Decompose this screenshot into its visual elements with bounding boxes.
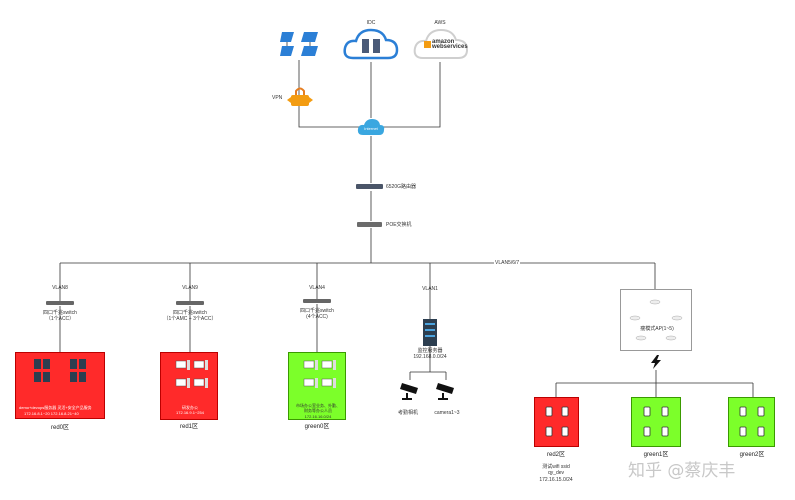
red0-ip: 172.16.8.1~20 172.16.8.21~40 — [24, 411, 79, 416]
red2-subnet: 172.16.15.0/24 — [539, 477, 573, 483]
ap-label: 瘦模式AP(1~5) — [640, 326, 674, 332]
vpn-label: VPN — [272, 95, 283, 101]
green0-desc: 市场办公室业务、外勤、财务等办公人员 — [296, 403, 340, 413]
poe-switch-label: POE交换机 — [386, 222, 412, 228]
camera2-label: camera1~3 — [434, 410, 460, 416]
mobile-device-icons — [545, 406, 569, 437]
red1-name: red1区 — [179, 424, 199, 430]
camera1-label: 考勤相机 — [397, 410, 419, 416]
workstation-icons — [175, 360, 208, 388]
router-device — [356, 184, 383, 189]
poe-switch-device — [357, 222, 382, 227]
switch2-line2: （1个AMC + 3个ACC） — [163, 316, 217, 322]
green0-name: green0区 — [304, 424, 330, 430]
green2-zone — [728, 397, 775, 447]
green2-name: green2区 — [739, 452, 765, 458]
ap-group: 瘦模式AP(1~5) — [620, 289, 692, 351]
lightning-icon — [649, 355, 663, 369]
red2-name: red2区 — [546, 452, 566, 458]
red1-zone: 研发办公 172.16.9.1~254 — [160, 352, 218, 420]
switch3-line1: 四口千兆switch — [300, 308, 334, 314]
switch3-line2: (4个ACC) — [306, 314, 328, 320]
red2-zone — [534, 397, 579, 447]
green0-ip: 172.16.16.0/24 — [304, 414, 332, 419]
amazon-logo-text: amazon webservices — [432, 39, 468, 50]
trunk-label: VLAN5/6/7 — [494, 260, 521, 266]
vpn-lock-icon — [287, 86, 313, 108]
satellite-panels-icon — [280, 28, 320, 60]
aws-cloud-icon: amazon webservices — [413, 26, 469, 62]
camera-icon — [434, 380, 460, 402]
red2-ssid-label: 测试wifi ssid — [542, 464, 570, 470]
router-label: 6520G路由器 — [386, 184, 417, 190]
vlan9-label: VLAN9 — [182, 285, 198, 291]
watermark: 知乎 @蔡庆丰 — [628, 461, 736, 481]
red1-ip: 172.16.9.1~254 — [176, 410, 204, 415]
switch2-line1: 四口千兆switch — [173, 310, 207, 316]
red0-name: red0区 — [50, 425, 70, 431]
server-rack-icons — [34, 359, 86, 382]
idc-cloud-icon — [343, 26, 399, 62]
switch-vlan8 — [46, 301, 74, 305]
monitor-server-label: 监控服务器 — [417, 348, 443, 354]
camera-icon — [398, 380, 424, 402]
red2-ssid: qy_dev — [547, 470, 565, 476]
vlan4-label: VLAN4 — [309, 285, 325, 291]
red0-desc: demo+devops服务器 灵活+安全产品服务 — [19, 405, 92, 410]
mobile-device-icons — [739, 406, 765, 437]
switch1-line2: （1个ACC） — [45, 316, 75, 322]
green0-zone: 市场办公室业务、外勤、财务等办公人员 172.16.16.0/24 — [288, 352, 346, 420]
green1-zone — [631, 397, 681, 447]
monitor-subnet: 192.168.0.0/24 — [413, 354, 447, 360]
switch-vlan9 — [176, 301, 204, 305]
red1-desc: 研发办公 — [182, 405, 198, 410]
vlan1-label: VLAN1 — [422, 286, 438, 292]
idc-label: IDC — [366, 20, 376, 26]
red0-zone: demo+devops服务器 灵活+安全产品服务 172.16.8.1~20 1… — [15, 352, 105, 419]
internet-label: Internet — [364, 126, 378, 131]
green1-name: green1区 — [643, 452, 669, 458]
mobile-device-icons — [643, 406, 669, 437]
switch1-line1: 四口千兆switch — [43, 310, 77, 316]
switch-vlan4 — [303, 299, 331, 303]
vlan8-label: VLAN8 — [52, 285, 68, 291]
monitor-server-icon — [423, 319, 437, 346]
internet-cloud-icon: Internet — [357, 117, 385, 137]
office-workstation-icons — [303, 360, 336, 388]
aws-label: AWS — [434, 20, 446, 26]
